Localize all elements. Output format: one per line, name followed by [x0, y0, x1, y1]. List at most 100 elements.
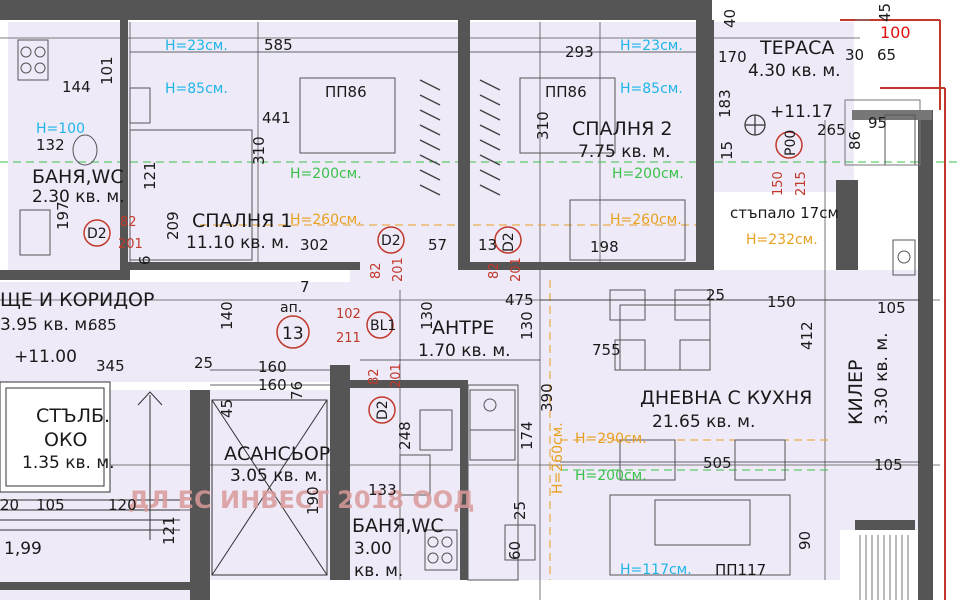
dim-302: 302 [300, 236, 329, 254]
dim-40: 40 [721, 9, 739, 28]
terrace-area: 4.30 кв. м. [748, 61, 841, 81]
door-d2-b-w: 82 [369, 262, 384, 279]
bedroom-2-name: СПАЛНЯ 2 [572, 118, 672, 140]
living-area: 21.65 кв. м. [652, 412, 755, 432]
height-h100-bath: H=100 [36, 121, 85, 137]
terrace-name: ТЕРАСА [759, 37, 834, 59]
dim-685: 685 [88, 316, 117, 334]
height-h290: H=290см. [575, 431, 647, 447]
door-d2-d-code: D2 [375, 400, 391, 420]
dim-65: 65 [877, 46, 896, 64]
dim-144: 144 [62, 78, 91, 96]
dim-132: 132 [36, 136, 65, 154]
dim-390: 390 [538, 383, 556, 412]
stairwell-area: 1.35 кв. м. [22, 453, 115, 473]
furniture-pp86-b: ПП86 [545, 83, 587, 101]
level-corridor: +11.00 [14, 347, 77, 367]
dim-197: 197 [54, 201, 72, 230]
dim-6: 6 [136, 255, 154, 265]
stair-note: стъпало 17см [730, 204, 839, 222]
bathroom-2-area-1: 3.00 [354, 539, 392, 559]
dim-133: 133 [368, 481, 397, 499]
door-bl1-w: 102 [336, 307, 361, 322]
height-h260-c: H=260см. [550, 422, 566, 494]
dim-30: 30 [845, 46, 864, 64]
dim-105-b: 105 [874, 456, 903, 474]
dim-190: 190 [304, 486, 322, 515]
dim-130-b: 130 [518, 311, 536, 340]
bathroom-1-name: БАНЯ,WC [32, 166, 124, 188]
bedroom-2-area: 7.75 кв. м. [578, 142, 671, 162]
dim-475: 475 [505, 291, 534, 309]
dim-248: 248 [396, 421, 414, 450]
bathroom-2-area-2: кв. м. [354, 561, 403, 581]
dim-140: 140 [218, 301, 236, 330]
dim-310-a: 310 [250, 136, 268, 165]
dim-121-b: 121 [160, 516, 178, 545]
drain-symbols [744, 114, 766, 136]
height-h232: H=232см. [746, 232, 818, 248]
dim-60: 60 [506, 541, 524, 560]
dim-310-b: 310 [534, 111, 552, 140]
elevator-shaft [211, 399, 328, 576]
stairwell [0, 381, 180, 540]
storage-name: КИЛЕР [845, 360, 867, 425]
height-h200-c: H=200см. [575, 468, 647, 484]
dimension-lines [0, 51, 920, 511]
dim-293: 293 [565, 43, 594, 61]
terrace-edge-dim: 100 [880, 23, 911, 42]
dim-20: 20 [0, 496, 19, 514]
door-d2-d-h: 201 [389, 363, 404, 388]
furniture-pp117: ПП117 [715, 561, 766, 579]
dim-150: 150 [767, 293, 796, 311]
dim-160-a: 160 [258, 358, 287, 376]
door-p00-code: P00 [783, 130, 799, 156]
dining-table [609, 289, 711, 371]
door-p00-h: 215 [794, 171, 809, 196]
door-d2-a-h: 201 [118, 237, 143, 252]
dim-1-99: 1,99 [4, 539, 42, 559]
stairwell-name-2: ОКО [44, 429, 87, 451]
bathroom-2-name: БАНЯ,WC [352, 515, 444, 537]
height-h260-b: H=260см. [610, 212, 682, 228]
door-d2-a-code: D2 [87, 226, 107, 242]
dim-265: 265 [817, 121, 846, 139]
dim-13: 13 [478, 236, 497, 254]
bathroom-fixtures [17, 39, 916, 571]
dim-105-c: 105 [36, 496, 65, 514]
door-d2-c-h: 201 [509, 257, 524, 282]
sofa [609, 439, 791, 576]
level-floor: +11.17 [770, 102, 833, 122]
apartment-number: 13 [282, 324, 304, 344]
height-h85-b: H=85см. [620, 81, 683, 97]
stairwell-name-1: СТЪЛБ. [36, 405, 110, 427]
door-d2-b-code: D2 [381, 233, 401, 249]
furniture-pp86-a: ПП86 [325, 83, 367, 101]
wardrobes [419, 79, 501, 196]
corridor-area: 3.95 кв. м. [0, 315, 93, 335]
elevator-name: АСАНСЬОР [224, 443, 330, 465]
height-h200-b: H=200см. [612, 166, 684, 182]
door-d2-d-w: 82 [367, 368, 382, 385]
dim-90: 90 [796, 531, 814, 550]
bedroom-1-area: 11.10 кв. м. [186, 233, 289, 253]
dim-412: 412 [798, 321, 816, 350]
dim-441: 441 [262, 109, 291, 127]
dim-25-a: 25 [706, 286, 725, 304]
height-h85-a: H=85см. [165, 81, 228, 97]
door-d2-c-w: 82 [487, 262, 502, 279]
dim-183: 183 [716, 89, 734, 118]
dim-121: 121 [141, 161, 159, 190]
dim-130-a: 130 [418, 301, 436, 330]
dim-95: 95 [868, 114, 887, 132]
bed-2 [519, 77, 686, 261]
dim-7: 7 [300, 278, 310, 296]
elevator-area: 3.05 кв. м. [230, 466, 323, 486]
watermark: ДЛ ЕС ИНВЕСТ 2018 ООД [128, 486, 475, 514]
storage-area: 3.30 кв. м. [872, 332, 892, 425]
dim-170: 170 [718, 48, 747, 66]
bathroom-1-area: 2.30 кв. м. [32, 187, 125, 207]
dim-755: 755 [592, 341, 621, 359]
